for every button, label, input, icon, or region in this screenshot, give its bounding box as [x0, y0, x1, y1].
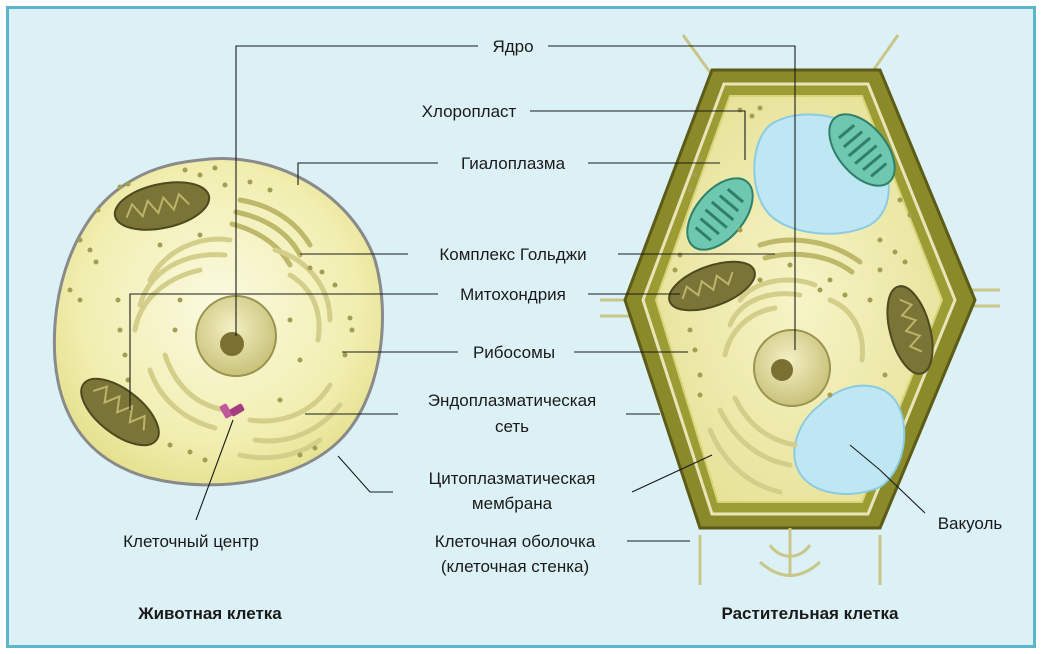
animal-mitochondrion-top: [113, 181, 211, 231]
plant-plasmodesmata: [758, 528, 822, 577]
label-vacuole: Вакуоль: [938, 514, 1003, 533]
label-wall-line1: Клеточная оболочка: [435, 532, 596, 551]
label-chloroplast: Хлоропласт: [422, 102, 517, 121]
animal-nucleolus: [220, 332, 244, 356]
label-nucleus: Ядро: [492, 37, 533, 56]
label-er-line2: сеть: [495, 417, 529, 436]
label-ribosomes: Рибосомы: [473, 343, 555, 362]
animal-mitochondrion-bottom: [80, 377, 160, 447]
label-centrosome: Клеточный центр: [123, 532, 259, 551]
label-golgi: Комплекс Гольджи: [439, 245, 586, 264]
animal-ribosomes: [67, 165, 355, 463]
label-membrane-line1: Цитоплазматическая: [429, 469, 596, 488]
plant-mitochondrion-right: [886, 285, 934, 375]
plant-er: [707, 277, 866, 495]
plant-chloroplast-right: [828, 113, 896, 187]
label-mitochondria: Митохондрия: [460, 285, 566, 304]
label-er-line1: Эндоплазматическая: [428, 391, 597, 410]
animal-cell: [52, 157, 384, 487]
label-wall-line2: (клеточная стенка): [441, 557, 589, 576]
plant-nucleolus: [771, 359, 793, 381]
plant-mitochondrion-left: [668, 260, 756, 312]
animal-centrosome: [219, 403, 245, 419]
caption-animal-cell: Животная клетка: [137, 604, 282, 623]
plant-cell: [600, 34, 1000, 585]
animal-golgi: [229, 197, 313, 268]
label-hyaloplasm: Гиалоплазма: [461, 154, 566, 173]
plant-golgi: [757, 237, 863, 275]
label-membrane-line2: мембрана: [472, 494, 553, 513]
caption-plant-cell: Растительная клетка: [721, 604, 899, 623]
plant-ribosomes: [672, 105, 913, 398]
labels: Ядро Хлоропласт Гиалоплазма Комплекс Гол…: [123, 37, 1002, 623]
leader-lines: [129, 45, 926, 542]
